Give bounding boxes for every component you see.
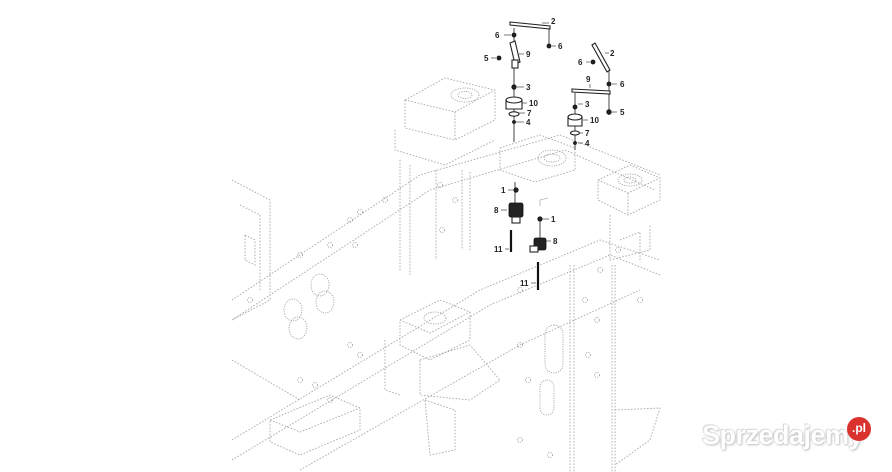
callout-a6b: 6: [558, 42, 563, 51]
machine-frame: [231, 77, 661, 472]
right-upper-linkage: 2 6 9 6 3 5 10 7 4: [567, 42, 625, 150]
watermark-logo: Sprzedajemy: [702, 420, 864, 450]
callout-a7: 7: [527, 109, 532, 118]
callout-a3: 3: [526, 83, 531, 92]
callout-b7: 7: [585, 129, 590, 138]
callout-a9: 9: [526, 50, 531, 59]
callout-d11: 11: [520, 279, 529, 288]
callout-a5: 5: [484, 54, 489, 63]
callout-b9: 9: [586, 75, 591, 84]
callout-c11: 11: [494, 245, 503, 254]
callout-d1: 1: [551, 215, 556, 224]
callout-d8: 8: [553, 237, 558, 246]
callout-c1: 1: [501, 186, 506, 195]
watermark-badge: .pl: [847, 417, 871, 441]
callout-a6a: 6: [495, 31, 500, 40]
callout-a10: 10: [529, 99, 538, 108]
callout-b6a: 6: [578, 58, 583, 67]
callout-b6b: 6: [620, 80, 625, 89]
callout-b5: 5: [620, 108, 625, 117]
callout-a2: 2: [551, 17, 556, 26]
callout-b4: 4: [585, 139, 590, 148]
callout-c8: 8: [494, 206, 499, 215]
left-sensor-mount: 1 8 11: [494, 182, 524, 254]
callout-b3: 3: [585, 100, 590, 109]
callout-b2: 2: [610, 49, 615, 58]
callout-b10: 10: [590, 116, 599, 125]
callout-a4: 4: [526, 118, 531, 127]
right-sensor-mount: 1 8 11: [520, 197, 558, 290]
left-upper-linkage: 2 6 6 5 9 3 10 7 4: [484, 17, 563, 142]
